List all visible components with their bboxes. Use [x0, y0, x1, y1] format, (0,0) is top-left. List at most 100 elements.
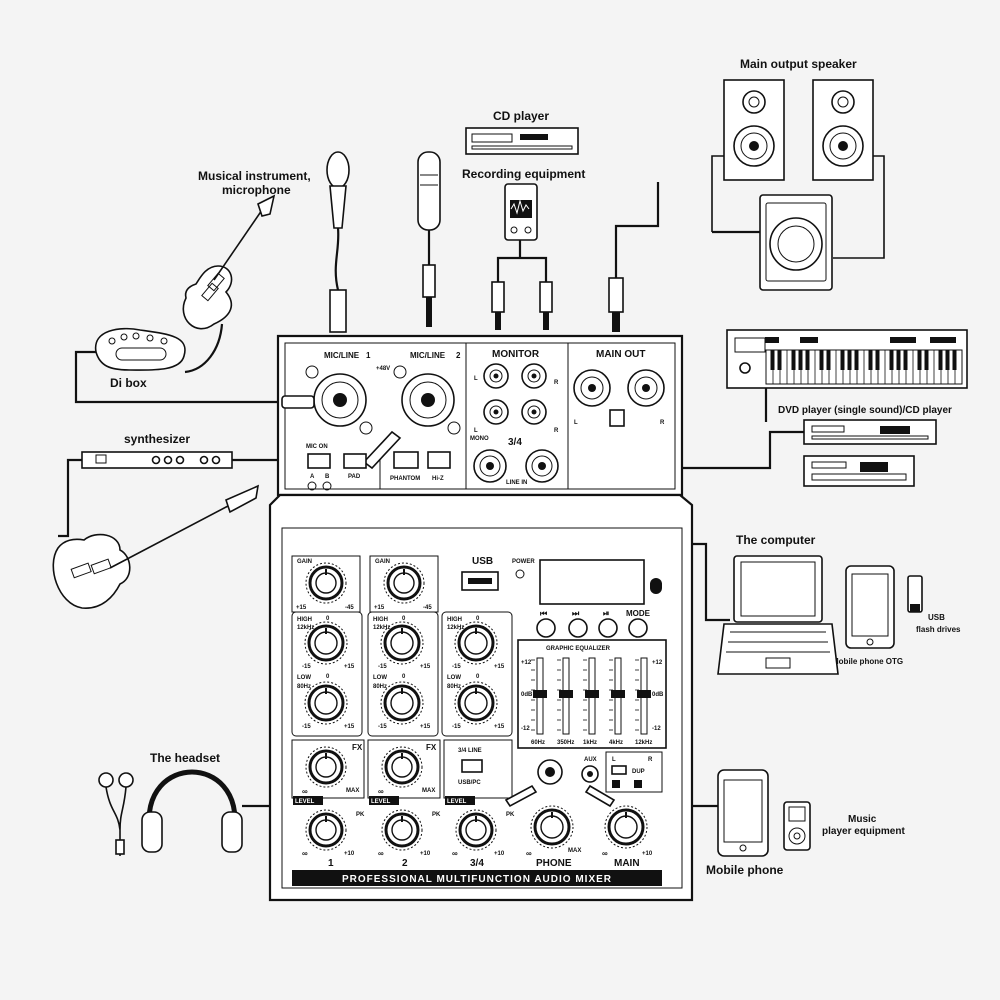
geq-slider-4[interactable]	[635, 657, 651, 735]
recording-equipment-icon	[504, 183, 538, 241]
monitor-rca-jacks[interactable]	[483, 363, 547, 425]
mic-on-b-label: B	[325, 474, 330, 480]
geq-mid-left: 0dB	[521, 692, 533, 698]
ch1-fx-knob[interactable]	[305, 746, 347, 788]
pad-switch[interactable]	[343, 453, 367, 469]
dup-led-b	[634, 780, 642, 788]
geq-top-right: +12	[652, 660, 663, 666]
channel-34-label: 3/4	[470, 858, 484, 869]
dynamic-microphone-icon	[326, 151, 350, 333]
dup-label: DUP	[632, 769, 645, 775]
main-volume-knob[interactable]	[604, 805, 648, 849]
label-microphone: microphone	[222, 183, 291, 197]
ch2-fx-knob[interactable]	[381, 746, 423, 788]
line-in-jacks[interactable]	[473, 449, 559, 483]
ch34-low-knob[interactable]	[454, 681, 498, 725]
cd-player-icon	[465, 127, 579, 155]
geq-slider-3[interactable]	[609, 657, 625, 735]
next-button[interactable]	[568, 618, 588, 638]
phantom-switch[interactable]	[393, 451, 419, 469]
ch1-high-knob[interactable]	[304, 621, 348, 665]
play-pause-icon: ⏯	[603, 609, 609, 618]
ch1-low-knob[interactable]	[304, 681, 348, 725]
ch1-gain-min: +15	[296, 605, 307, 611]
mono-label: MONO	[470, 436, 489, 442]
keyboard-black-key	[798, 350, 803, 370]
led-a	[307, 481, 317, 491]
dup-switch-block	[605, 751, 663, 793]
main-out-jacks[interactable]	[573, 369, 665, 407]
mic-line-2-label: MIC/LINE	[410, 351, 446, 360]
ch1-pk-label: PK	[356, 812, 365, 818]
ch2-low-max: +15	[420, 724, 431, 730]
ch2-high-knob[interactable]	[380, 621, 424, 665]
ch1-gain-knob[interactable]	[305, 562, 347, 604]
label-di-box: Di box	[110, 376, 147, 390]
label-music: Music	[848, 814, 877, 825]
phone-min: ∞	[526, 849, 532, 858]
ch1-low-label: LOW	[297, 675, 311, 681]
ch1-level-knob[interactable]	[305, 809, 347, 851]
geq-freq-label: 350Hz	[557, 740, 574, 746]
rca-plug-right-icon	[539, 281, 553, 330]
keyboard-black-key	[840, 350, 845, 370]
keyboard-black-key	[791, 350, 796, 370]
ch2-gain-knob[interactable]	[383, 562, 425, 604]
keyboard-black-key	[868, 350, 873, 370]
pad-label: PAD	[348, 474, 361, 480]
phone-volume-knob[interactable]	[530, 805, 574, 849]
ch34-high-knob[interactable]	[454, 621, 498, 665]
synthesizer-icon	[81, 451, 233, 469]
ch1-high-min: -15	[302, 664, 311, 670]
usb-flash-drive-icon	[907, 575, 923, 613]
line-34-label: 3/4 LINE	[458, 748, 482, 754]
main-out-mode-switch[interactable]	[609, 409, 625, 427]
di-box-icon	[94, 327, 186, 371]
electric-guitar-bottom-icon	[52, 484, 260, 609]
combo-jack-2[interactable]	[393, 365, 461, 435]
main-out-label: MAIN OUT	[596, 349, 645, 360]
ch1-level-tag	[293, 796, 323, 805]
front-panel-knobs	[304, 562, 648, 851]
geq-slider-0[interactable]	[531, 657, 547, 735]
label-player-equipment: player equipment	[822, 826, 905, 837]
dup-switch[interactable]	[611, 765, 627, 775]
keyboard-black-key	[896, 350, 901, 370]
play-pause-button[interactable]	[598, 618, 618, 638]
tablet-icon	[845, 565, 895, 649]
ch2-strip	[367, 555, 441, 799]
prev-button[interactable]	[536, 618, 556, 638]
laptop-icon	[717, 555, 839, 675]
ch34-level-knob[interactable]	[455, 809, 497, 851]
geq-slider-2[interactable]	[583, 657, 599, 735]
usb-port[interactable]	[461, 571, 499, 591]
combo-jack-1[interactable]	[305, 365, 373, 435]
geq-slider-1[interactable]	[557, 657, 573, 735]
power-led	[515, 569, 525, 579]
usb-label: USB	[472, 556, 493, 567]
hiz-switch[interactable]	[427, 451, 451, 469]
keyboard-black-key	[952, 350, 957, 370]
ch34-low-max: +15	[494, 724, 505, 730]
mode-button[interactable]	[628, 618, 648, 638]
label-the-computer: The computer	[736, 533, 816, 547]
electric-guitar-top-icon	[182, 194, 276, 374]
prev-icon: ⏮	[540, 609, 547, 618]
ch34-high-freq: 12kHz	[447, 625, 464, 631]
ch1-fx-max: MAX	[346, 788, 359, 794]
ch34-low-label: LOW	[447, 675, 461, 681]
keyboard-icon	[726, 329, 968, 389]
ch34-level-max: +10	[494, 851, 505, 857]
ch2-low-knob[interactable]	[380, 681, 424, 725]
aux-jack[interactable]	[581, 765, 599, 783]
ch2-fx-max: MAX	[422, 788, 435, 794]
line-usb-switch[interactable]	[461, 759, 483, 773]
mic-line-1-label: MIC/LINE	[324, 351, 360, 360]
phone-max: MAX	[568, 848, 581, 854]
jack-plug-inserted-icon	[362, 430, 402, 470]
ch2-level-knob[interactable]	[381, 809, 423, 851]
ch34-high-max: +15	[494, 664, 505, 670]
mic-on-switch[interactable]	[307, 453, 331, 469]
phone-jack[interactable]	[537, 759, 563, 785]
